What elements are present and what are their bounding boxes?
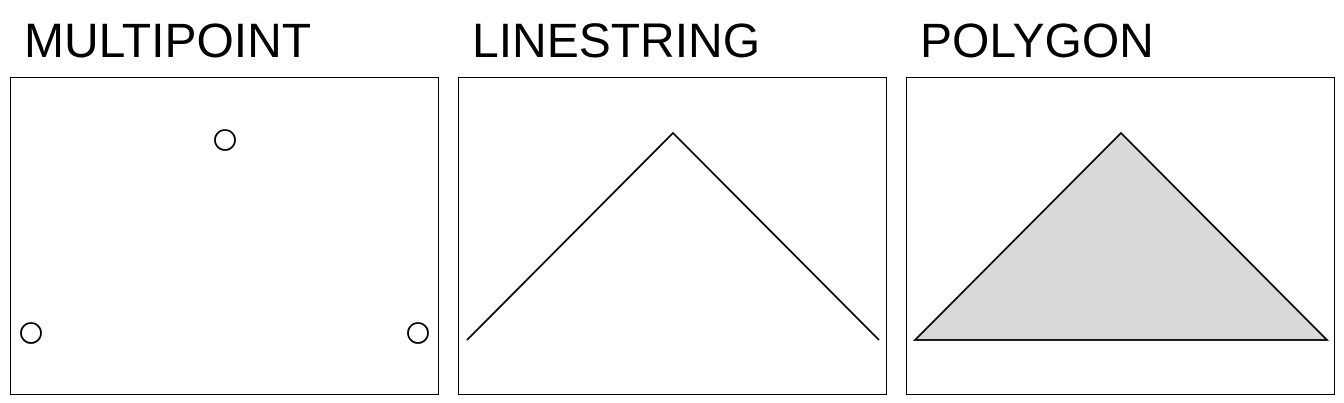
panel-title-polygon: POLYGON bbox=[920, 15, 1154, 68]
panel-title-linestring: LINESTRING bbox=[472, 15, 761, 68]
point-bottom-left bbox=[20, 322, 42, 344]
polygon-shape bbox=[912, 131, 1330, 341]
point-bottom-right bbox=[407, 322, 429, 344]
panel-title-multipoint: MULTIPOINT bbox=[24, 15, 312, 68]
panel-polygon: POLYGON bbox=[906, 0, 1336, 403]
plot-frame-multipoint bbox=[10, 77, 439, 395]
linestring-line bbox=[466, 131, 880, 341]
panel-linestring: LINESTRING bbox=[458, 0, 888, 403]
point-top bbox=[214, 129, 236, 151]
plot-frame-polygon bbox=[906, 77, 1335, 395]
multipoint-canvas bbox=[20, 129, 429, 344]
linestring-canvas bbox=[466, 131, 880, 341]
panel-multipoint: MULTIPOINT bbox=[10, 0, 440, 403]
plot-frame-linestring bbox=[458, 77, 887, 395]
polygon-canvas bbox=[912, 131, 1330, 341]
